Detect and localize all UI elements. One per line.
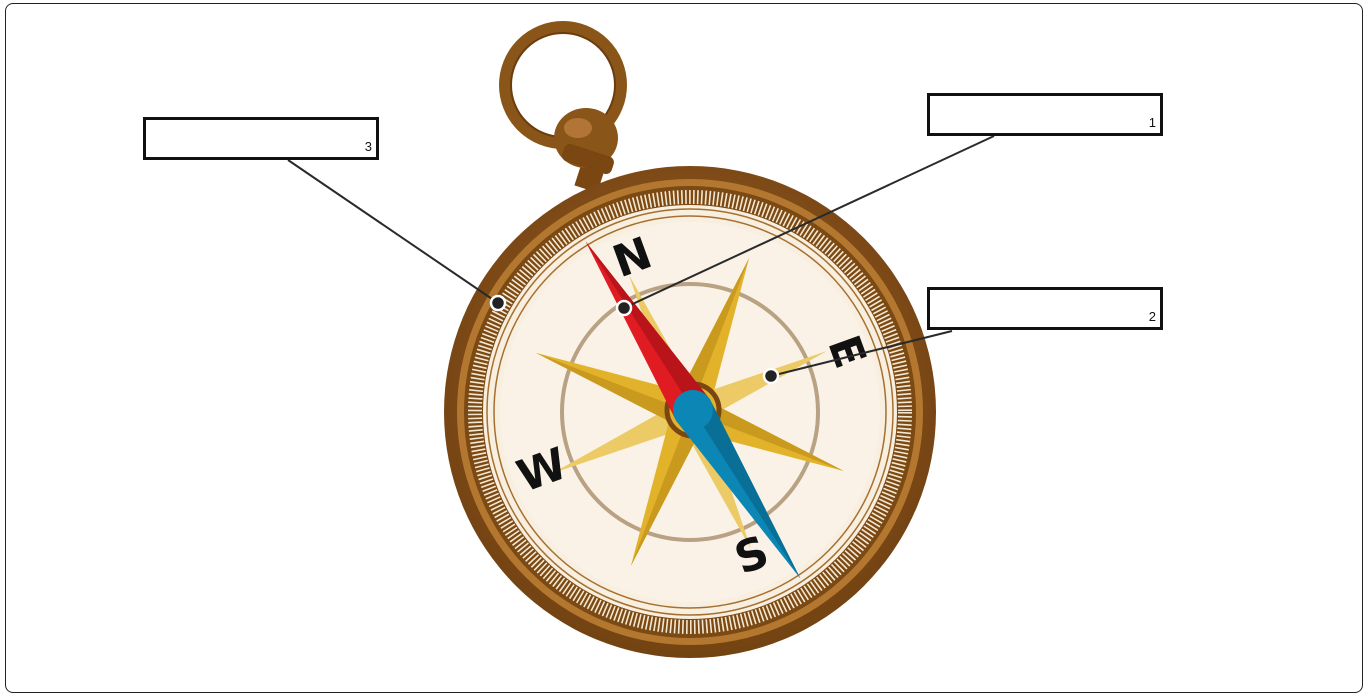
label-2-number: 2 — [1149, 309, 1156, 324]
pointer-dot-2 — [764, 369, 778, 383]
label-box-2[interactable]: 2 — [927, 287, 1163, 330]
label-1-number: 1 — [1149, 115, 1156, 130]
pointer-dot-1 — [617, 301, 631, 315]
label-3-number: 3 — [365, 139, 372, 154]
label-box-1[interactable]: 1 — [927, 93, 1163, 136]
pointer-dot-3 — [491, 296, 505, 310]
leader-line-3 — [288, 160, 498, 303]
label-box-3[interactable]: 3 — [143, 117, 379, 160]
